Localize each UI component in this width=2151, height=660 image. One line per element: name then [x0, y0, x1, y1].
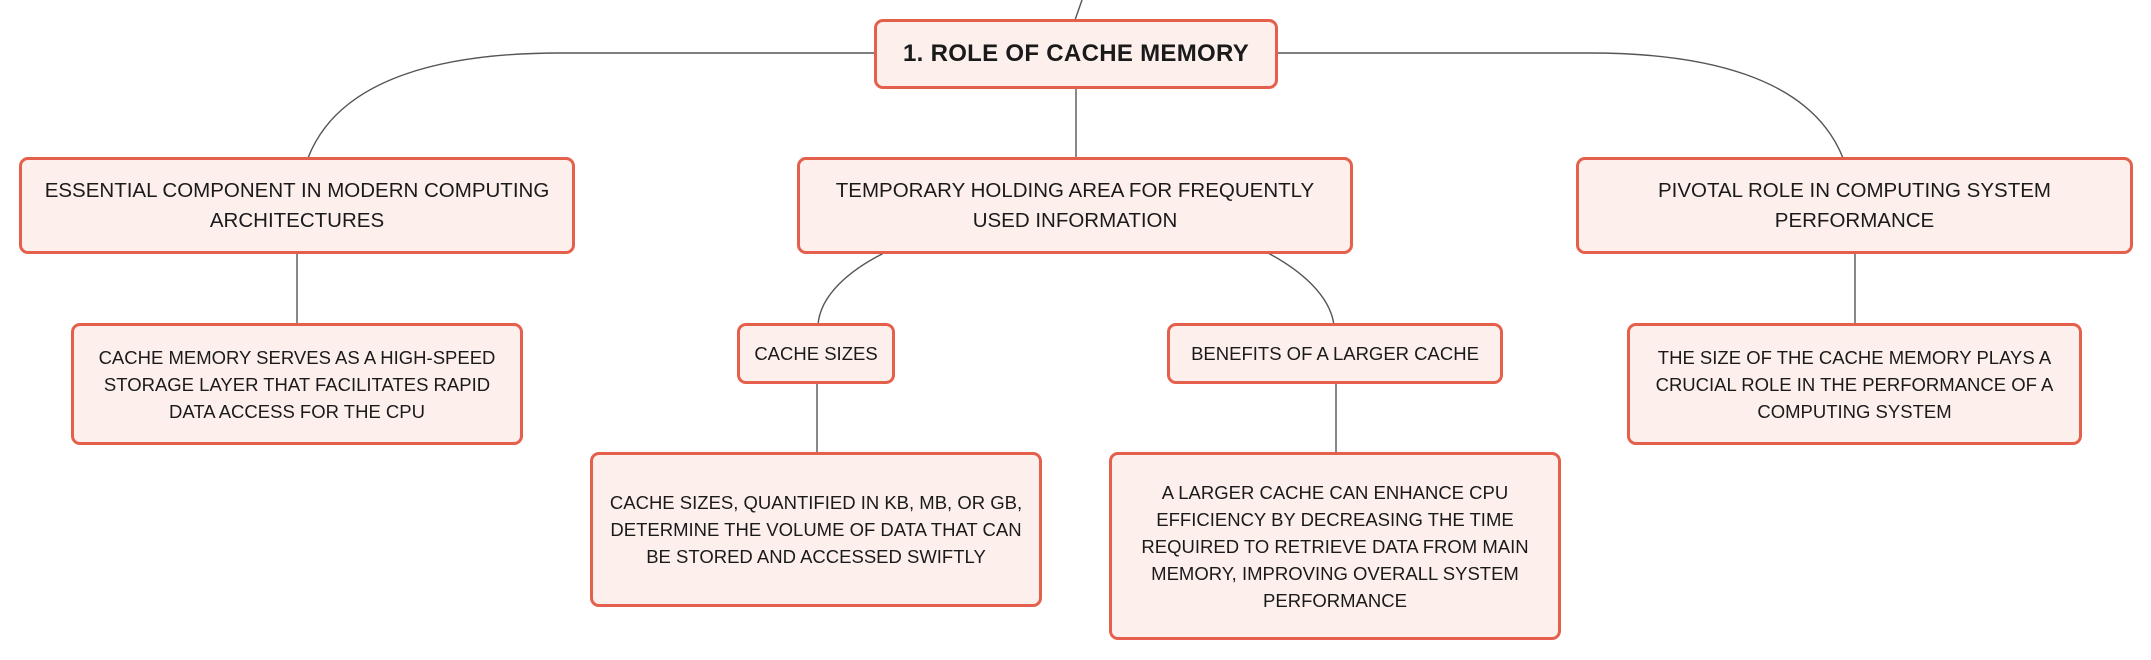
subtopic-node-cache-sizes[interactable]: CACHE SIZES — [737, 323, 895, 384]
connector-parent-to-root — [1074, 0, 1083, 21]
detail-text: CACHE MEMORY SERVES AS A HIGH-SPEED STOR… — [98, 346, 496, 422]
branch-node-temporary-holding-area[interactable]: TEMPORARY HOLDING AREA FOR FREQUENTLY US… — [797, 157, 1353, 254]
detail-text: THE SIZE OF THE CACHE MEMORY PLAYS A CRU… — [1655, 346, 2054, 422]
connector-temporary-to-cache-sizes — [817, 252, 885, 326]
detail-text: A LARGER CACHE CAN ENHANCE CPU EFFICIENC… — [1141, 481, 1529, 611]
branch-label: ESSENTIAL COMPONENT IN MODERN COMPUTING … — [44, 178, 550, 232]
root-node[interactable]: 1. ROLE OF CACHE MEMORY — [874, 19, 1278, 89]
subtopic-label: BENEFITS OF A LARGER CACHE — [1191, 343, 1479, 364]
detail-text: CACHE SIZES, QUANTIFIED IN KB, MB, OR GB… — [609, 492, 1023, 567]
root-label: 1. ROLE OF CACHE MEMORY — [902, 40, 1250, 67]
branch-node-essential-component[interactable]: ESSENTIAL COMPONENT IN MODERN COMPUTING … — [19, 157, 575, 254]
connector-temporary-to-benefits — [1267, 252, 1335, 326]
subtopic-node-benefits-larger-cache[interactable]: BENEFITS OF A LARGER CACHE — [1167, 323, 1503, 384]
subtopic-label: CACHE SIZES — [754, 343, 878, 364]
detail-node-pivotal-role[interactable]: THE SIZE OF THE CACHE MEMORY PLAYS A CRU… — [1627, 323, 2082, 445]
branch-label: TEMPORARY HOLDING AREA FOR FREQUENTLY US… — [835, 178, 1315, 232]
detail-node-benefits-larger-cache[interactable]: A LARGER CACHE CAN ENHANCE CPU EFFICIENC… — [1109, 452, 1561, 640]
connector-root-to-pivotal — [1278, 52, 1844, 159]
branch-label: PIVOTAL ROLE IN COMPUTING SYSTEM PERFORM… — [1658, 178, 2051, 232]
detail-node-cache-sizes[interactable]: CACHE SIZES, QUANTIFIED IN KB, MB, OR GB… — [590, 452, 1042, 607]
connector-root-to-essential — [307, 52, 874, 159]
detail-node-essential-component[interactable]: CACHE MEMORY SERVES AS A HIGH-SPEED STOR… — [71, 323, 523, 445]
branch-node-pivotal-role[interactable]: PIVOTAL ROLE IN COMPUTING SYSTEM PERFORM… — [1576, 157, 2133, 254]
